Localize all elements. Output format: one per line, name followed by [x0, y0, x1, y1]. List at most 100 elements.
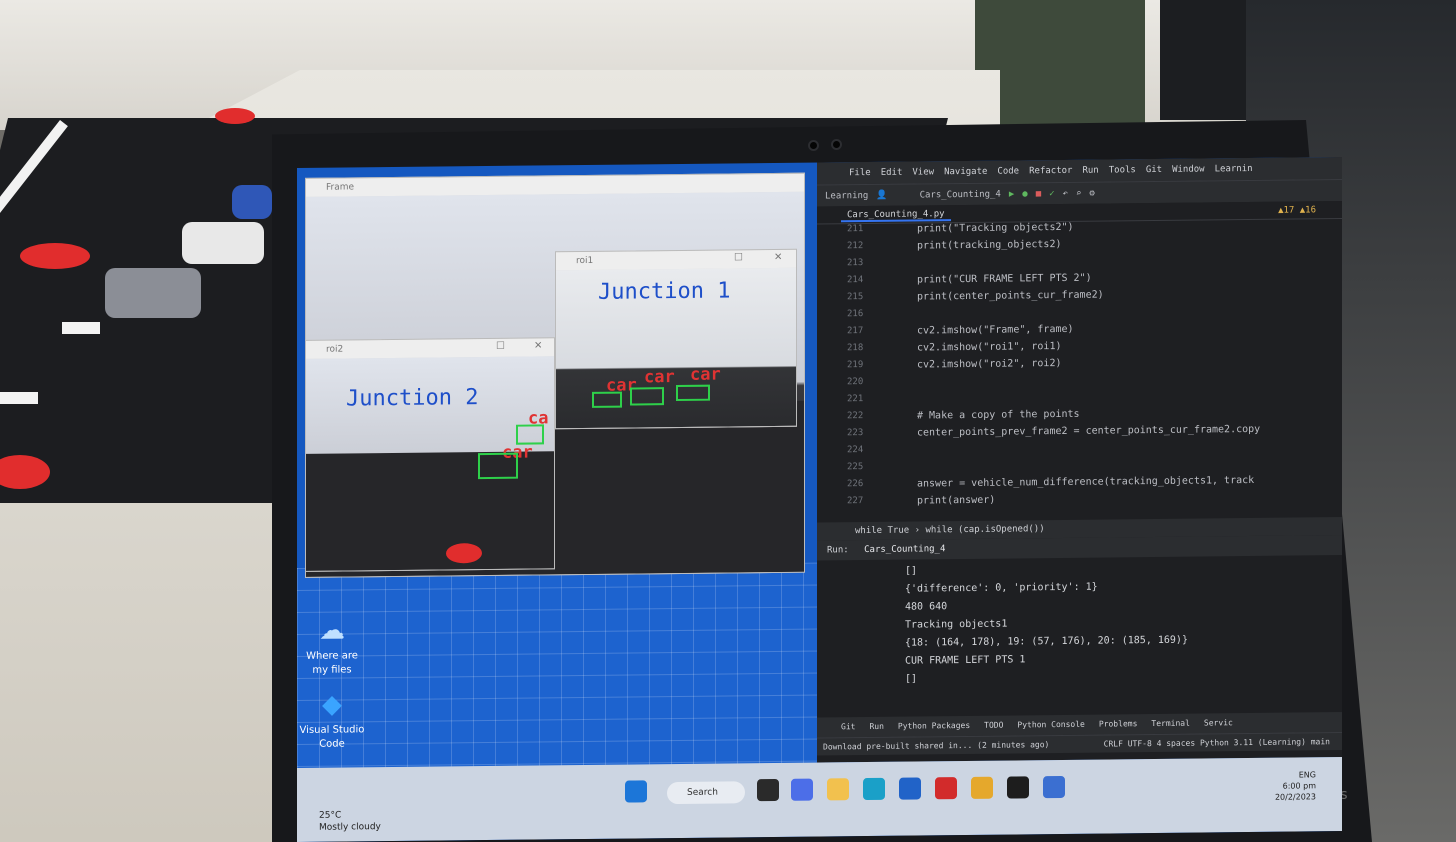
tool-tab-services[interactable]: Servic — [1203, 718, 1233, 728]
tool-tab-problems[interactable]: Problems — [1098, 719, 1138, 729]
menu-item-edit[interactable]: Edit — [880, 167, 903, 178]
roi1-camera-feed: Junction 1 car car car — [556, 267, 796, 429]
pycharm-taskbar-icon[interactable] — [1007, 776, 1029, 799]
project-selector[interactable]: Learning — [825, 190, 869, 201]
undo-icon[interactable]: ↶ — [1062, 188, 1068, 199]
app-taskbar-icon[interactable] — [1043, 775, 1065, 799]
weather-widget[interactable]: 25°C Mostly cloudy — [319, 809, 381, 834]
start-icon[interactable] — [625, 780, 647, 803]
car-detection-label: car — [690, 364, 721, 385]
run-config-selector[interactable]: Cars_Counting_4 — [919, 189, 1001, 200]
line-number: 218 — [847, 343, 864, 354]
run-icon[interactable]: ▶ — [1008, 188, 1015, 200]
code-line[interactable]: print("CUR FRAME LEFT PTS 2") — [917, 272, 1092, 286]
roi1-window[interactable]: roi1 ☐ ✕ Junction 1 car car car — [555, 248, 797, 430]
taskbar: 25°C Mostly cloudy Search ENG 6:00 pm 20… — [297, 757, 1342, 842]
line-number: 212 — [847, 241, 864, 252]
status-right-info[interactable]: CRLF UTF-8 4 spaces Python 3.11 (Learnin… — [1103, 737, 1330, 749]
menu-item-refactor[interactable]: Refactor — [1029, 165, 1073, 177]
menu-item-run[interactable]: Run — [1082, 165, 1099, 176]
commit-check-icon[interactable]: ✓ — [1049, 188, 1055, 199]
line-number: 220 — [847, 377, 864, 388]
run-tab[interactable]: Cars_Counting_4 — [864, 544, 946, 556]
language-indicator[interactable]: ENG — [1298, 770, 1316, 780]
line-number: 224 — [847, 445, 864, 456]
output-line: {'difference': 0, 'priority': 1} — [905, 581, 1098, 595]
code-line[interactable]: cv2.imshow("Frame", frame) — [917, 323, 1074, 337]
output-line: [] — [905, 673, 918, 685]
road-dash — [0, 392, 38, 404]
pycharm-window[interactable]: File Edit View Navigate Code Refactor Ru… — [817, 157, 1342, 763]
junction2-label: Junction 2 — [346, 385, 479, 412]
weather-temp: 25°C — [319, 810, 342, 821]
search-icon[interactable]: ⌕ — [1075, 188, 1082, 199]
stop-icon[interactable]: ■ — [1035, 188, 1042, 199]
close-icon[interactable]: ✕ — [534, 340, 543, 352]
menu-item-file[interactable]: File — [849, 167, 871, 179]
maximize-icon[interactable]: ☐ — [734, 252, 743, 264]
tool-tab-git[interactable]: Git — [841, 722, 856, 732]
tool-tab-python-packages[interactable]: Python Packages — [897, 720, 971, 731]
code-line[interactable]: answer = vehicle_num_difference(tracking… — [917, 474, 1255, 490]
inspection-warnings[interactable]: ▲17 ▲16 — [1278, 205, 1316, 216]
code-line[interactable]: center_points_prev_frame2 = center_point… — [917, 423, 1261, 439]
detection-box — [676, 384, 710, 402]
search-button[interactable]: Search — [667, 781, 745, 805]
line-number: 221 — [847, 394, 864, 405]
tool-tab-run[interactable]: Run — [869, 721, 884, 732]
tool-tab-todo[interactable]: TODO — [984, 720, 1004, 730]
status-message[interactable]: Download pre-built shared in... (2 minut… — [823, 740, 1050, 752]
user-icon[interactable]: 👤 — [876, 190, 888, 201]
settings-icon[interactable]: ⚙ — [1089, 188, 1095, 199]
line-number: 216 — [847, 309, 864, 320]
tool-tab-terminal[interactable]: Terminal — [1151, 718, 1190, 729]
app-l-icon[interactable] — [935, 777, 957, 800]
search-label: Search — [687, 787, 718, 798]
cloud-icon: ☁ — [319, 615, 345, 646]
line-number: 219 — [847, 360, 864, 371]
chrome-icon[interactable] — [971, 776, 993, 799]
chat-icon[interactable] — [791, 778, 813, 801]
red-marker — [215, 108, 255, 124]
menu-item-window[interactable]: Window — [1172, 164, 1205, 175]
window-title: Learnin — [1214, 163, 1253, 175]
output-line: {18: (164, 178), 19: (57, 176), 20: (185… — [905, 634, 1188, 649]
code-line[interactable]: cv2.imshow("roi2", roi2) — [917, 357, 1062, 371]
edge-icon[interactable] — [863, 777, 885, 801]
clock-date: 20/2/2023 — [1274, 792, 1316, 802]
close-icon[interactable]: ✕ — [774, 251, 783, 264]
desktop-icon-label: Visual Studio Code — [299, 724, 365, 750]
menu-item-navigate[interactable]: Navigate — [944, 166, 988, 178]
detection-box — [478, 452, 518, 480]
file-explorer-icon[interactable] — [827, 778, 849, 801]
debug-icon[interactable]: ● — [1022, 188, 1028, 199]
store-icon[interactable] — [899, 777, 921, 800]
menu-item-git[interactable]: Git — [1145, 164, 1163, 176]
tool-tab-python-console[interactable]: Python Console — [1017, 719, 1085, 730]
code-line[interactable]: # Make a copy of the points — [917, 408, 1080, 422]
output-line: Tracking objects1 — [905, 618, 1008, 631]
code-line[interactable]: print(answer) — [917, 494, 996, 507]
line-number: 213 — [847, 258, 864, 269]
desktop-icon-files[interactable]: ☁ Where are my files — [297, 615, 367, 678]
code-line[interactable]: print(center_points_cur_frame2) — [917, 289, 1104, 303]
red-marker — [0, 455, 50, 489]
desktop-icon-vscode[interactable]: ◆ Visual Studio Code — [297, 689, 367, 752]
code-line[interactable]: print(tracking_objects2) — [917, 238, 1062, 252]
detection-box — [592, 391, 622, 408]
detection-box — [516, 424, 544, 445]
line-number: 225 — [847, 462, 864, 473]
maximize-icon[interactable]: ☐ — [496, 340, 505, 352]
menu-item-view[interactable]: View — [912, 167, 935, 178]
code-line[interactable]: cv2.imshow("roi1", roi1) — [917, 340, 1062, 354]
junction1-label: Junction 1 — [598, 278, 731, 305]
tab-cars-counting[interactable]: Cars_Counting_4.py — [841, 209, 951, 223]
green-bin — [975, 0, 1145, 125]
menu-item-tools[interactable]: Tools — [1108, 165, 1136, 176]
code-line[interactable]: print("Tracking objects2") — [917, 221, 1074, 235]
roi2-window[interactable]: roi2 ☐ ✕ Junction 2 ca car — [305, 337, 555, 572]
task-view-icon[interactable] — [757, 778, 779, 802]
line-number: 214 — [847, 275, 864, 286]
menu-item-code[interactable]: Code — [997, 166, 1020, 177]
system-tray[interactable]: ENG 6:00 pm 20/2/2023 — [1275, 769, 1316, 802]
